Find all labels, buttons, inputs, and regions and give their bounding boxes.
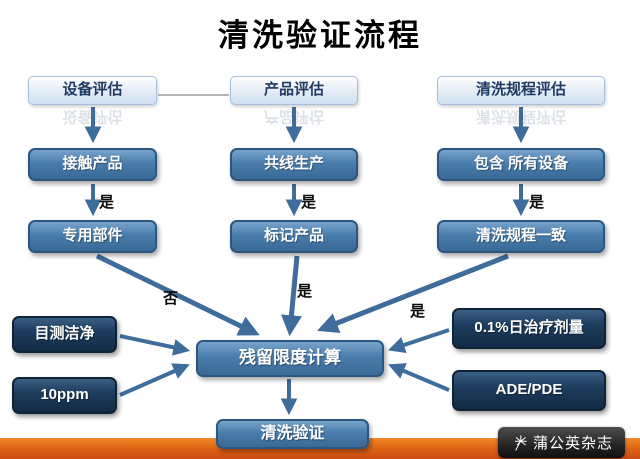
node-includes-all-equipment: 包含 所有设备 bbox=[437, 148, 605, 181]
arrow-visualclean-to-center bbox=[119, 334, 191, 356]
dandelion-icon bbox=[514, 434, 527, 451]
node-residue-limit-calculation: 残留限度计算 bbox=[196, 340, 384, 377]
arrow-adepde-to-center bbox=[388, 363, 450, 392]
label-yes-2: 是 bbox=[301, 194, 317, 211]
label-branch-yes-2: 是 bbox=[297, 283, 313, 300]
node-product-assessment: 产品评估 bbox=[230, 76, 358, 105]
node-cleaning-validation: 清洗验证 bbox=[216, 419, 369, 449]
brand-name: 蒲公英杂志 bbox=[532, 435, 613, 452]
node-10ppm: 10ppm bbox=[12, 377, 117, 414]
page-title: 清洗验证流程 bbox=[218, 18, 422, 53]
label-branch-no: 否 bbox=[163, 290, 179, 307]
brand-badge: 蒲公英杂志 bbox=[498, 427, 625, 458]
node-ade-pde: ADE/PDE bbox=[452, 370, 606, 411]
arrow-10ppm-to-center bbox=[119, 363, 190, 397]
label-yes-1: 是 bbox=[99, 194, 115, 211]
node-contact-product: 接触产品 bbox=[28, 148, 157, 181]
node-equipment-assessment: 设备评估 bbox=[28, 76, 157, 105]
node-procedure-consistent: 清洗规程一致 bbox=[437, 220, 605, 253]
label-yes-3: 是 bbox=[529, 194, 545, 211]
node-daily-therapeutic-dose: 0.1%日治疗剂量 bbox=[452, 308, 606, 349]
arrow-marker-to-center bbox=[281, 255, 302, 337]
node-dedicated-parts: 专用部件 bbox=[28, 220, 157, 253]
node-visual-clean: 目测洁净 bbox=[12, 316, 117, 353]
node-shared-line-production: 共线生产 bbox=[230, 148, 358, 181]
arrow-dailydose-to-center bbox=[388, 328, 450, 353]
node-procedure-assessment: 清洗规程评估 bbox=[437, 76, 605, 105]
arrow-dedicated-to-center bbox=[95, 253, 260, 336]
arrow-consistent-to-center bbox=[317, 253, 509, 334]
label-branch-yes-3: 是 bbox=[410, 303, 426, 320]
node-marker-product: 标记产品 bbox=[230, 220, 358, 253]
